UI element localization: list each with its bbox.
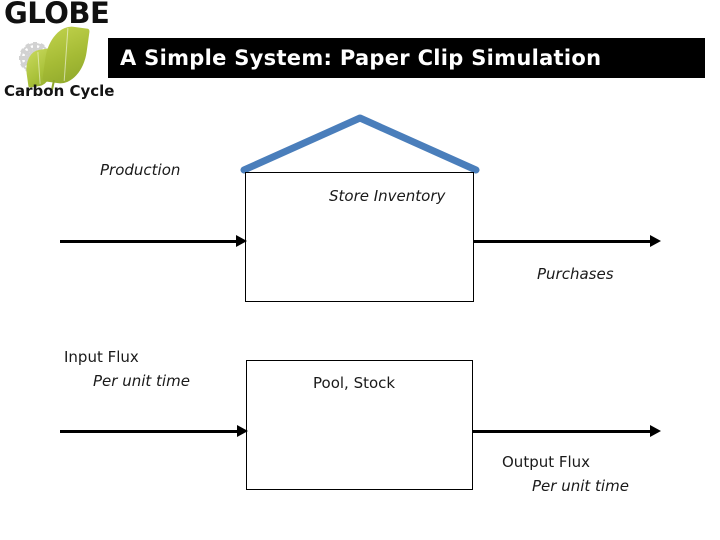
- output-flux-arrow: [473, 424, 661, 438]
- globe-wordmark: GLOBE: [4, 0, 110, 30]
- production-label: Production: [100, 161, 181, 179]
- carbon-cycle-subtitle: Carbon Cycle: [4, 82, 115, 100]
- output-flux-rate-label: Per unit time: [532, 477, 629, 495]
- pool-stock-label: Pool, Stock: [313, 374, 396, 392]
- slide-title-bar: A Simple System: Paper Clip Simulation: [108, 38, 705, 78]
- output-flux-label: Output Flux: [502, 453, 591, 471]
- store-inventory-label: Store Inventory: [329, 187, 446, 205]
- roof-chevron-shape: [240, 114, 480, 174]
- input-flux-rate-label: Per unit time: [93, 372, 190, 390]
- input-flux-arrow: [60, 424, 248, 438]
- page-title: A Simple System: Paper Clip Simulation: [120, 46, 602, 70]
- input-flux-label: Input Flux: [64, 348, 139, 366]
- purchases-label: Purchases: [537, 265, 614, 283]
- purchases-arrow: [473, 234, 661, 248]
- globe-carbon-cycle-logo: GLOBE Carbon Cycle: [0, 0, 115, 104]
- production-arrow: [60, 234, 247, 248]
